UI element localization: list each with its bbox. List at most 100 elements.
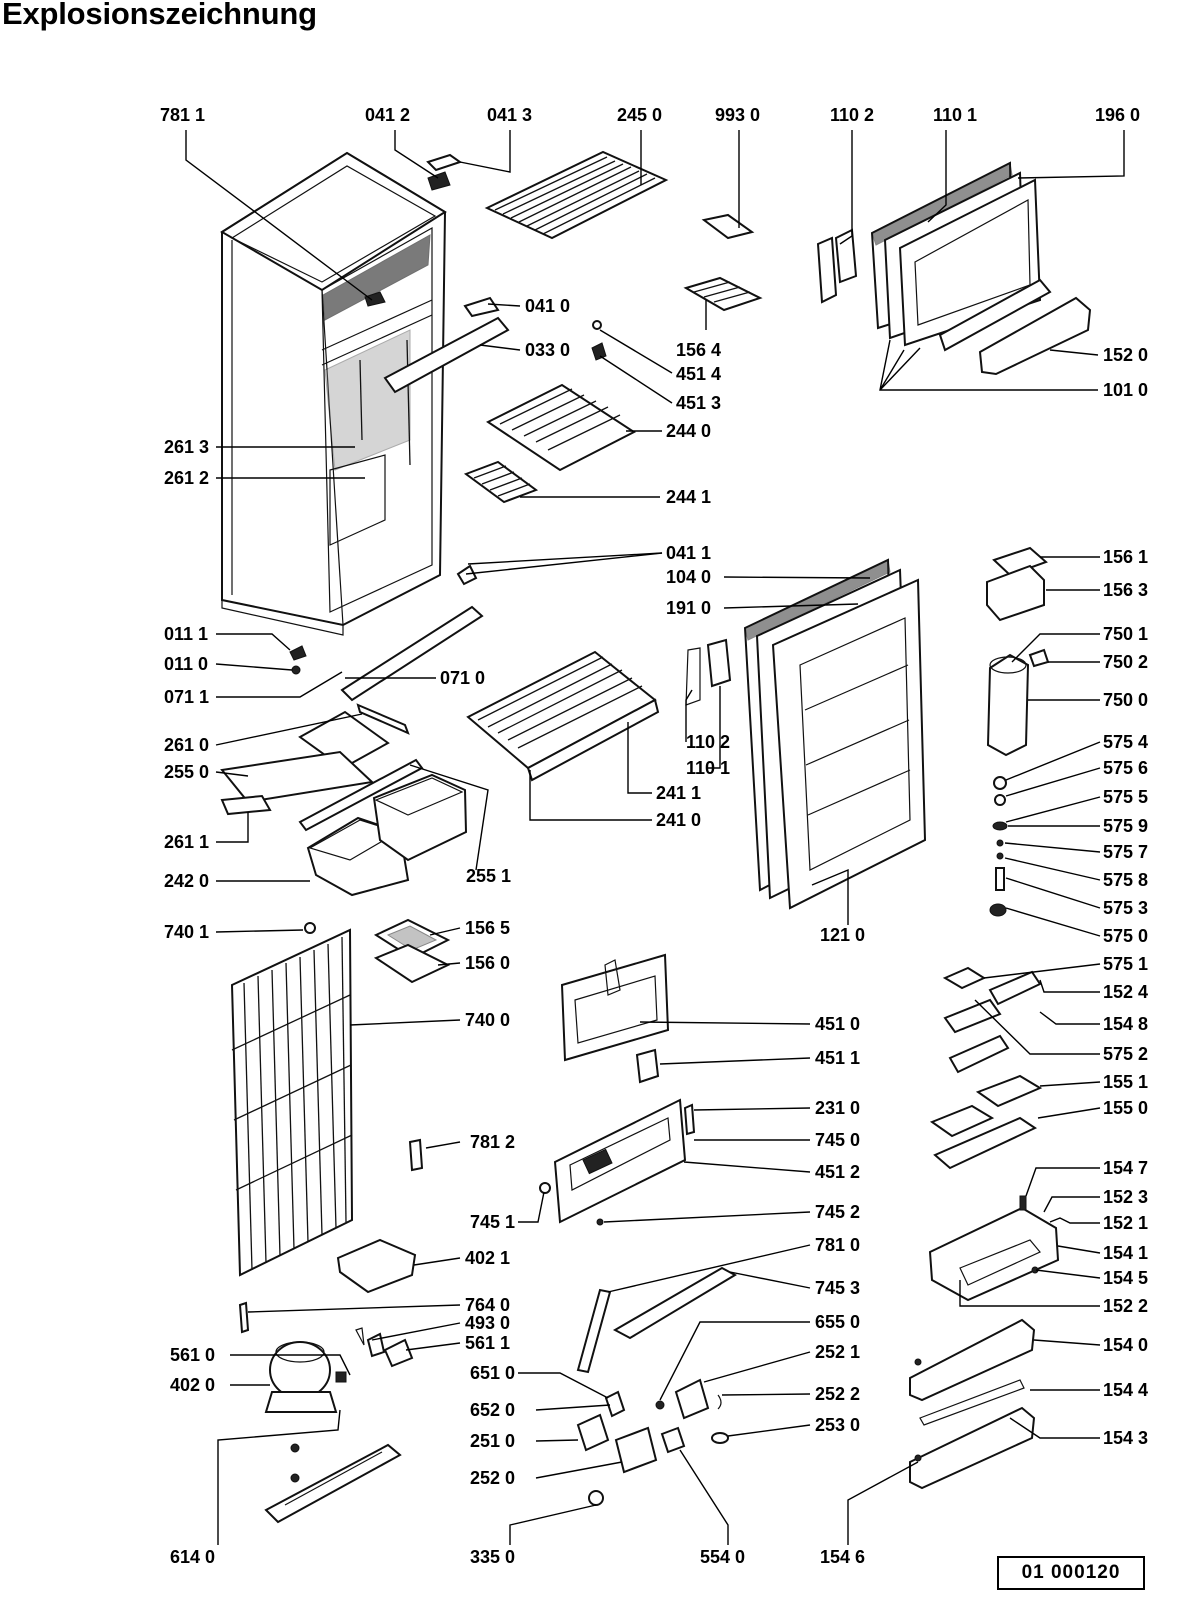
compressor-part: [264, 1341, 347, 1413]
label-2310: 231 0: [815, 1098, 860, 1118]
label-5759: 575 9: [1103, 816, 1148, 836]
base-plate-part: [264, 1443, 402, 1524]
label-2411: 241 1: [656, 783, 701, 803]
label-5757: 575 7: [1103, 842, 1148, 862]
label-4930: 493 0: [465, 1313, 510, 1333]
bracket-part: [701, 213, 755, 240]
label-1565: 156 5: [465, 918, 510, 938]
adjuster-stack-part: [989, 776, 1008, 917]
label-2530: 253 0: [815, 1415, 860, 1435]
label-2522: 252 2: [815, 1384, 860, 1404]
label-6520: 652 0: [470, 1400, 515, 1420]
label-7501: 750 1: [1103, 624, 1148, 644]
label-1550: 155 0: [1103, 1098, 1148, 1118]
cabinet-part: [220, 151, 447, 636]
label-7810: 781 0: [815, 1235, 860, 1255]
knob-part: [539, 1182, 551, 1194]
label-2450: 245 0: [617, 105, 662, 125]
label-2420: 242 0: [164, 871, 209, 891]
freezer-door-part: [816, 161, 1052, 352]
label-7811: 781 1: [160, 105, 205, 125]
label-7401: 740 1: [164, 922, 209, 942]
label-2611: 261 1: [164, 832, 209, 852]
ice-box-part: [373, 918, 451, 984]
label-7640: 764 0: [465, 1295, 510, 1315]
egg-tray-part: [942, 966, 1042, 1074]
switch-part: [604, 1390, 626, 1418]
label-1548: 154 8: [1103, 1014, 1148, 1034]
crossbar-part: [383, 296, 510, 394]
label-5750: 575 0: [1103, 926, 1148, 946]
door-hinge-part: [685, 638, 732, 706]
fan-part: [660, 1426, 686, 1454]
label-1543: 154 3: [1103, 1428, 1148, 1448]
label-2510: 251 0: [470, 1431, 515, 1451]
label-1523: 152 3: [1103, 1187, 1148, 1207]
label-0410: 041 0: [525, 296, 570, 316]
label-4511: 451 1: [815, 1048, 860, 1068]
label-2551: 255 1: [466, 866, 511, 886]
label-1563: 156 3: [1103, 580, 1148, 600]
thermostat-part: [655, 1378, 729, 1444]
screw-part: [596, 1218, 604, 1226]
label-2440: 244 0: [666, 421, 711, 441]
label-1960: 196 0: [1095, 105, 1140, 125]
fridge-door-part: [743, 558, 927, 910]
label-5754: 575 4: [1103, 732, 1148, 752]
lamp-cover-part: [560, 953, 670, 1062]
label-1547: 154 7: [1103, 1158, 1148, 1178]
label-6510: 651 0: [470, 1363, 515, 1383]
label-2441: 244 1: [666, 487, 711, 507]
egg-holder-part: [929, 1074, 1043, 1170]
hinge-pin-part: [456, 564, 478, 586]
label-1520: 152 0: [1103, 345, 1148, 365]
label-7452: 745 2: [815, 1202, 860, 1222]
label-1101-top: 110 1: [933, 105, 977, 125]
label-1102-mid: 110 2: [686, 732, 730, 752]
label-0330: 033 0: [525, 340, 570, 360]
label-1522: 152 2: [1103, 1296, 1148, 1316]
wire-grid-part: [463, 383, 636, 504]
sensor-part: [408, 1138, 424, 1172]
knob-housing-part: [576, 1413, 658, 1506]
label-2520: 252 0: [470, 1468, 515, 1488]
crisper-cover-part: [220, 703, 410, 816]
label-2610: 261 0: [164, 735, 209, 755]
label-2410: 241 0: [656, 810, 701, 830]
label-5540: 554 0: [700, 1547, 745, 1567]
label-7812: 781 2: [470, 1132, 515, 1152]
label-0413: 041 3: [487, 105, 532, 125]
page-title: Explosionszeichnung: [2, 0, 317, 31]
label-2550: 255 0: [164, 762, 209, 782]
label-1040: 104 0: [666, 567, 711, 587]
thermostat-capillary-part: [576, 1266, 738, 1374]
label-1521: 152 1: [1103, 1213, 1148, 1233]
label-1540: 154 0: [1103, 1335, 1148, 1355]
label-6140: 614 0: [170, 1547, 215, 1567]
label-4020: 402 0: [170, 1375, 215, 1395]
label-2613: 261 3: [164, 437, 209, 457]
label-4512: 451 2: [815, 1162, 860, 1182]
label-6550: 655 0: [815, 1312, 860, 1332]
label-1551: 155 1: [1103, 1072, 1148, 1092]
label-1910: 191 0: [666, 598, 711, 618]
label-1546: 154 6: [820, 1547, 865, 1567]
label-4510: 451 0: [815, 1014, 860, 1034]
label-2612: 261 2: [164, 468, 209, 488]
bottle-holder-part: [986, 648, 1050, 757]
base-rail-part: [289, 605, 484, 702]
label-4021: 402 1: [465, 1248, 510, 1268]
label-0710: 071 0: [440, 668, 485, 688]
label-0110: 011 0: [164, 654, 208, 674]
label-1561: 156 1: [1103, 547, 1148, 567]
label-7453: 745 3: [815, 1278, 860, 1298]
label-5610: 561 0: [170, 1345, 215, 1365]
label-0711: 071 1: [164, 687, 209, 707]
hinge-cover-part: [426, 153, 463, 191]
condenser-part: [230, 928, 354, 1277]
label-1545: 154 5: [1103, 1268, 1148, 1288]
control-housing-part: [553, 1098, 696, 1224]
label-1544: 154 4: [1103, 1380, 1148, 1400]
label-1210: 121 0: [820, 925, 865, 945]
